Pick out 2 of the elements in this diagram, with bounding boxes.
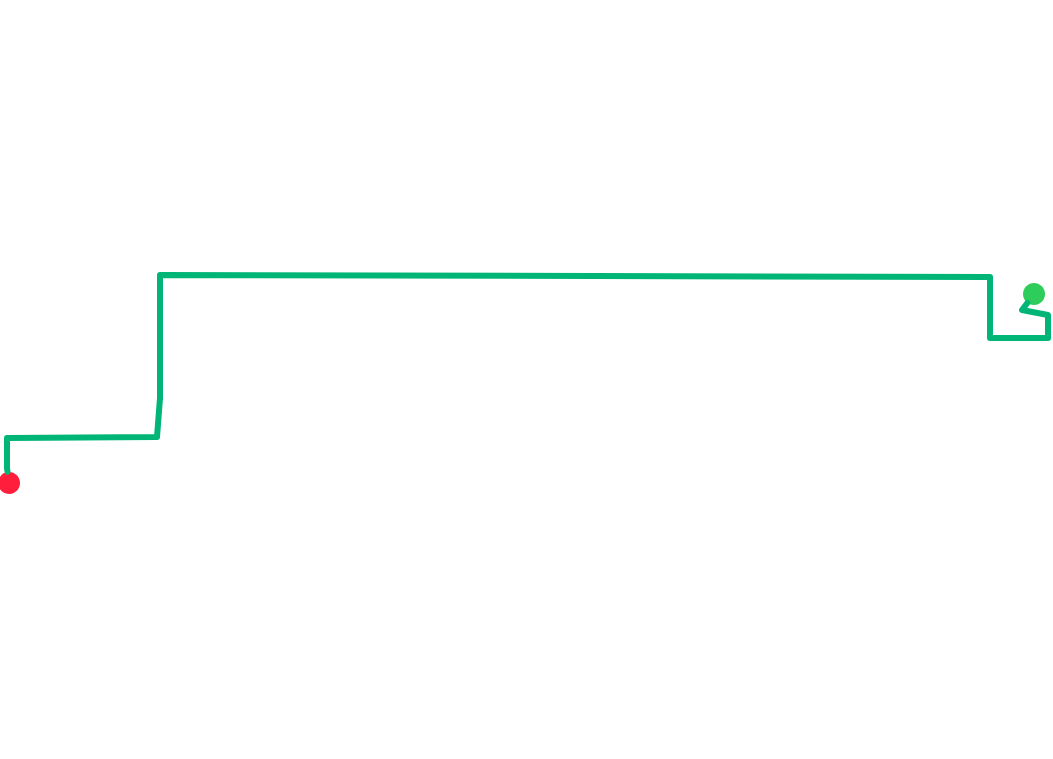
route-line (4, 272, 1051, 475)
dot (1023, 283, 1045, 305)
